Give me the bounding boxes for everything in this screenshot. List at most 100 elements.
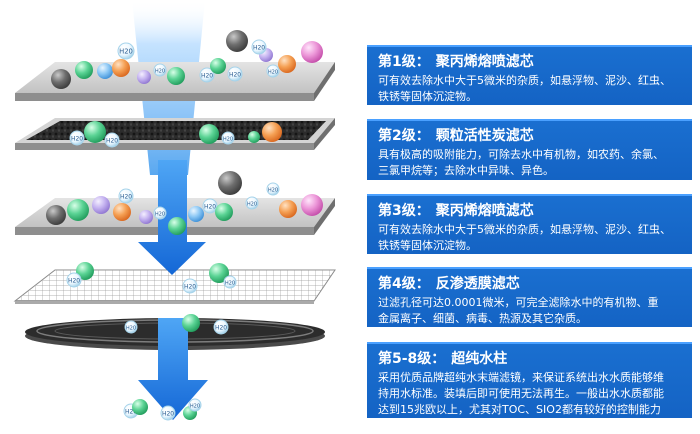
water-molecule-label: H20: [126, 325, 136, 331]
impurity-particle: [75, 61, 93, 79]
flow-arrow-2: [138, 318, 208, 420]
impurity-particle: [279, 200, 297, 218]
stage-4-level: 第4级：: [378, 276, 430, 292]
water-molecule-label: H20: [190, 403, 200, 409]
impurity-particle: [67, 199, 89, 221]
water-molecule: [223, 275, 237, 289]
impurity-particle: [139, 210, 153, 224]
water-molecule: [69, 130, 85, 146]
water-molecule: [124, 320, 138, 334]
impurity-particle: [226, 30, 248, 52]
filter-layer-4-membrane: [13, 269, 336, 304]
stage-2-desc-line-2: 三氯甲烷等；去除水中异味、异色。: [378, 164, 554, 177]
water-molecule-label: H20: [68, 277, 80, 284]
water-molecule-label: H20: [268, 69, 278, 75]
water-molecule-label: H20: [125, 408, 137, 415]
stage-3-desc-line-2: 铁锈等固体沉淀物。: [378, 239, 477, 252]
water-molecule: [199, 67, 215, 83]
water-molecule-label: H20: [225, 280, 235, 286]
water-molecule-label: H20: [215, 324, 227, 331]
stage-card-3: 第3级：聚丙烯熔喷滤芯 可有效去除水中大于5微米的杂质，如悬浮物、泥沙、红虫、 …: [367, 194, 692, 254]
water-molecule: [202, 198, 218, 214]
water-molecule: [117, 42, 135, 60]
impurity-particle: [215, 203, 233, 221]
water-molecule: [153, 63, 167, 77]
water-molecule-label: H20: [120, 193, 132, 200]
stage-3-name: 聚丙烯熔喷滤芯: [435, 203, 534, 219]
stage-card-4: 第4级：反渗透膜滤芯 过滤孔径可达0.0001微米，可完全滤除水中的有机物、重 …: [367, 267, 692, 327]
water-molecule-label: H20: [155, 68, 165, 74]
water-molecule-label: H20: [184, 283, 196, 290]
impurity-particle: [51, 69, 71, 89]
water-molecule-label: H20: [119, 47, 133, 55]
water-molecule-label: H20: [201, 72, 213, 79]
water-molecule: [245, 196, 259, 210]
stage-card-5: 第5-8级： 超纯水柱 采用优质品牌超纯水末端滤镜，来保证系统出水水质能够维 持用…: [367, 342, 692, 418]
stage-5-level: 第5-8级：: [378, 351, 446, 367]
stage-2-desc-line-1: 具有极高的吸附能力，可除去水中有机物，如农药、余氯、: [378, 148, 664, 161]
impurity-particle: [97, 63, 113, 79]
impurity-particle: [167, 67, 185, 85]
impurity-particle: [46, 205, 66, 225]
water-molecule-label: H20: [106, 137, 118, 144]
impurity-particle: [262, 122, 282, 142]
water-molecule: [213, 319, 229, 335]
stage-5-name: 超纯水柱: [451, 351, 508, 367]
impurity-particle: [92, 196, 110, 214]
stage-2-level: 第2级：: [378, 128, 430, 144]
stage-2-name: 颗粒活性炭滤芯: [435, 128, 534, 144]
stage-1-level: 第1级：: [378, 54, 430, 70]
water-molecule: [118, 188, 134, 204]
water-molecule-label: H20: [229, 71, 241, 78]
stage-1-name: 聚丙烯熔喷滤芯: [435, 54, 534, 70]
water-molecule-label: H20: [155, 211, 165, 217]
stage-3-desc-line-1: 可有效去除水中大于5微米的杂质，如悬浮物、泥沙、红虫、: [378, 223, 671, 236]
impurity-particle: [113, 203, 131, 221]
stage-4-desc-line-1: 过滤孔径可达0.0001微米，可完全滤除水中的有机物、重: [378, 296, 659, 309]
impurity-particle: [209, 263, 229, 283]
impurity-particle: [182, 314, 200, 332]
impurity-particle: [218, 171, 242, 195]
water-molecule: [227, 66, 243, 82]
stage-3-level: 第3级：: [378, 203, 430, 219]
flow-arrow-1: [138, 160, 206, 275]
stage-4-desc-line-2: 金属离子、细菌、病毒、热源及其它杂质。: [378, 312, 587, 325]
stage-card-2: 第2级： 颗粒活性炭滤芯 具有极高的吸附能力，可除去水中有机物，如农药、余氯、 三…: [367, 119, 692, 180]
water-molecule-label: H20: [162, 410, 174, 417]
impurity-particle: [84, 121, 106, 143]
impurity-particle: [112, 59, 130, 77]
water-molecule: [221, 131, 235, 145]
stage-1-desc-line-1: 可有效去除水中大于5微米的杂质，如悬浮物、泥沙、红虫、: [378, 74, 671, 87]
water-molecule: [182, 278, 198, 294]
impurity-particle: [76, 262, 94, 280]
filter-layer-2: [15, 118, 335, 150]
water-molecule-label: H20: [223, 136, 233, 142]
impurity-particle: [168, 217, 186, 235]
water-molecule: [66, 272, 82, 288]
water-molecule-label: H20: [247, 201, 257, 207]
water-molecule-label: H20: [268, 187, 278, 193]
impurity-particle: [137, 70, 151, 84]
impurity-particle: [188, 206, 204, 222]
impurity-particle: [132, 399, 148, 415]
water-molecule-label: H20: [204, 203, 216, 210]
impurity-particle: [301, 41, 323, 63]
water-molecule: [266, 64, 280, 78]
impurity-particle: [199, 124, 219, 144]
stage-1-desc-line-2: 铁锈等固体沉淀物。: [378, 90, 477, 103]
stage-5-desc-line-2: 持用水标准。装填后即可使用无法再生。一般出水水质都能: [378, 387, 664, 400]
stage-card-1: 第1级：聚丙烯熔喷滤芯 可有效去除水中大于5微米的杂质，如悬浮物、泥沙、红虫、 …: [367, 45, 692, 105]
stage-5-desc-line-1: 采用优质品牌超纯水末端滤镜，来保证系统出水水质能够维: [378, 371, 664, 384]
water-molecule: [251, 39, 267, 55]
water-molecule-label: H20: [71, 135, 83, 142]
water-molecule: [104, 132, 120, 148]
water-molecule: [153, 206, 167, 220]
impurity-particle: [301, 194, 323, 216]
water-molecule: [160, 405, 176, 421]
impurity-particle: [248, 131, 260, 143]
impurity-particle: [278, 55, 296, 73]
stage-4-name: 反渗透膜滤芯: [435, 276, 520, 292]
impurity-particle: [210, 58, 226, 74]
water-molecule: [266, 182, 280, 196]
